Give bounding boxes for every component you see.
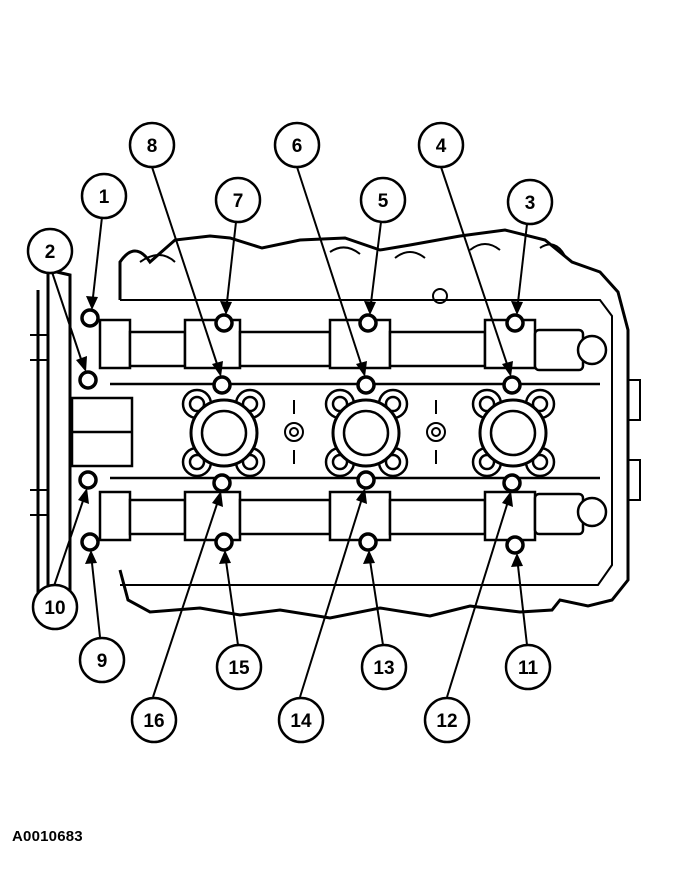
leader-lines	[51, 166, 528, 698]
figure-id-label: A0010683	[12, 828, 83, 845]
chamber-1	[181, 388, 266, 478]
bolt-12	[502, 473, 522, 493]
chamber-3	[471, 388, 556, 478]
callout-circle-7	[214, 176, 262, 224]
oil-passages	[284, 400, 446, 464]
callout-circle-4	[417, 121, 465, 169]
callout-label-12: 12	[436, 711, 457, 732]
callout-label-9: 9	[97, 651, 108, 672]
leader-arrowheads	[76, 296, 523, 567]
callout-circle-12	[423, 696, 471, 744]
callout-label-15: 15	[228, 658, 250, 679]
bolt-15	[214, 532, 234, 552]
callout-circle-11	[504, 643, 552, 691]
bolt-2	[78, 370, 98, 390]
callout-label-6: 6	[292, 136, 303, 157]
callout-circle-5	[359, 176, 407, 224]
callout-numbers: 1 2 3 4 5 6 7 8 9 10 11 12 13 14 15 16	[44, 136, 538, 732]
bolt-6	[356, 375, 376, 395]
bolt-9	[80, 532, 100, 552]
intake-camshaft	[98, 318, 608, 372]
callout-label-3: 3	[525, 193, 536, 214]
bolt-4	[502, 375, 522, 395]
callout-label-2: 2	[45, 242, 56, 263]
exhaust-camshaft	[98, 490, 608, 542]
bolt-1	[80, 308, 100, 328]
callout-label-14: 14	[290, 711, 312, 732]
callout-circle-13	[360, 643, 408, 691]
callout-label-1: 1	[99, 187, 110, 208]
chamber-2	[324, 388, 409, 478]
bolt-13	[358, 532, 378, 552]
callout-circle-16	[130, 696, 178, 744]
callout-circle-6	[273, 121, 321, 169]
callout-circle-15	[215, 643, 263, 691]
bolt-16	[212, 473, 232, 493]
callout-circle-8	[128, 121, 176, 169]
callout-label-13: 13	[373, 658, 394, 679]
callout-circle-10	[31, 583, 79, 631]
bolt-3	[505, 313, 525, 333]
callout-label-10: 10	[44, 598, 65, 619]
bolt-5	[358, 313, 378, 333]
callout-label-4: 4	[436, 136, 447, 157]
callout-circle-1	[80, 172, 128, 220]
cylinder-head-outline	[30, 228, 641, 620]
callout-circle-9	[78, 636, 126, 684]
callout-label-11: 11	[518, 658, 539, 679]
callout-circle-2	[26, 227, 74, 275]
bolt-heads	[78, 308, 525, 555]
callout-label-16: 16	[143, 711, 164, 732]
callout-circles	[26, 121, 554, 744]
bolt-11	[505, 535, 525, 555]
callout-circle-14	[277, 696, 325, 744]
bolt-14	[356, 470, 376, 490]
bolt-10	[78, 470, 98, 490]
bolt-7	[214, 313, 234, 333]
callout-label-7: 7	[233, 191, 244, 212]
callout-circle-3	[506, 178, 554, 226]
bolt-8	[212, 375, 232, 395]
callout-label-8: 8	[147, 136, 158, 157]
callout-label-5: 5	[378, 191, 389, 212]
